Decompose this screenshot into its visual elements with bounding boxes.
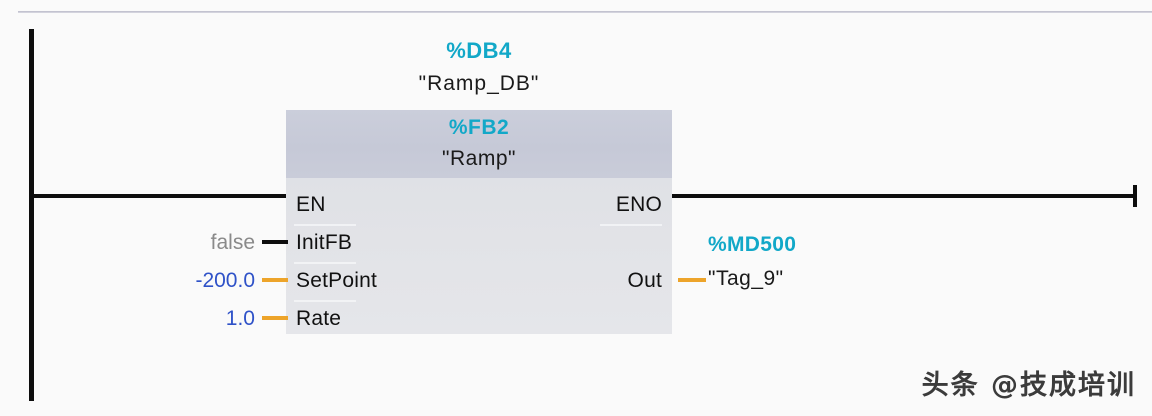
- operand-initfb[interactable]: false: [210, 231, 255, 254]
- pin-separator-initfb: [294, 262, 356, 264]
- wire-setpoint[interactable]: [262, 278, 288, 282]
- pin-label-setpoint[interactable]: SetPoint: [296, 269, 377, 292]
- instance-db-name[interactable]: "Ramp_DB": [418, 72, 540, 95]
- pin-label-en[interactable]: EN: [296, 193, 326, 216]
- wire-out[interactable]: [678, 278, 706, 282]
- wire-rate[interactable]: [262, 316, 288, 320]
- function-block-body: [286, 178, 672, 334]
- network-separator-rule: [18, 11, 1152, 13]
- pin-label-initfb[interactable]: InitFB: [296, 231, 353, 254]
- pin-label-eno[interactable]: ENO: [615, 193, 662, 216]
- wire-initfb[interactable]: [262, 240, 288, 244]
- rung-segment-left[interactable]: [29, 194, 287, 198]
- function-block-ramp[interactable]: %FB2 "Ramp": [286, 110, 672, 334]
- pin-separator-eno: [600, 224, 662, 226]
- pin-label-out[interactable]: Out: [627, 269, 662, 292]
- power-rail: [29, 29, 34, 401]
- out-operand-name[interactable]: "Tag_9": [708, 267, 784, 290]
- pin-separator-en: [294, 224, 356, 226]
- operand-rate[interactable]: 1.0: [225, 307, 255, 330]
- out-operand-address[interactable]: %MD500: [708, 233, 797, 256]
- pin-separator-setpoint: [294, 300, 356, 302]
- pin-label-rate[interactable]: Rate: [296, 307, 342, 330]
- fb-type-name[interactable]: "Ramp": [442, 147, 516, 170]
- operand-setpoint[interactable]: -200.0: [195, 269, 255, 292]
- fb-type-address[interactable]: %FB2: [448, 116, 510, 139]
- rung-segment-right[interactable]: [671, 194, 1137, 198]
- function-block-header: %FB2 "Ramp": [286, 110, 672, 178]
- watermark-text: 头条 @技成培训: [921, 370, 1136, 401]
- rung-end-terminator: [1133, 185, 1137, 207]
- instance-db-address[interactable]: %DB4: [446, 38, 512, 63]
